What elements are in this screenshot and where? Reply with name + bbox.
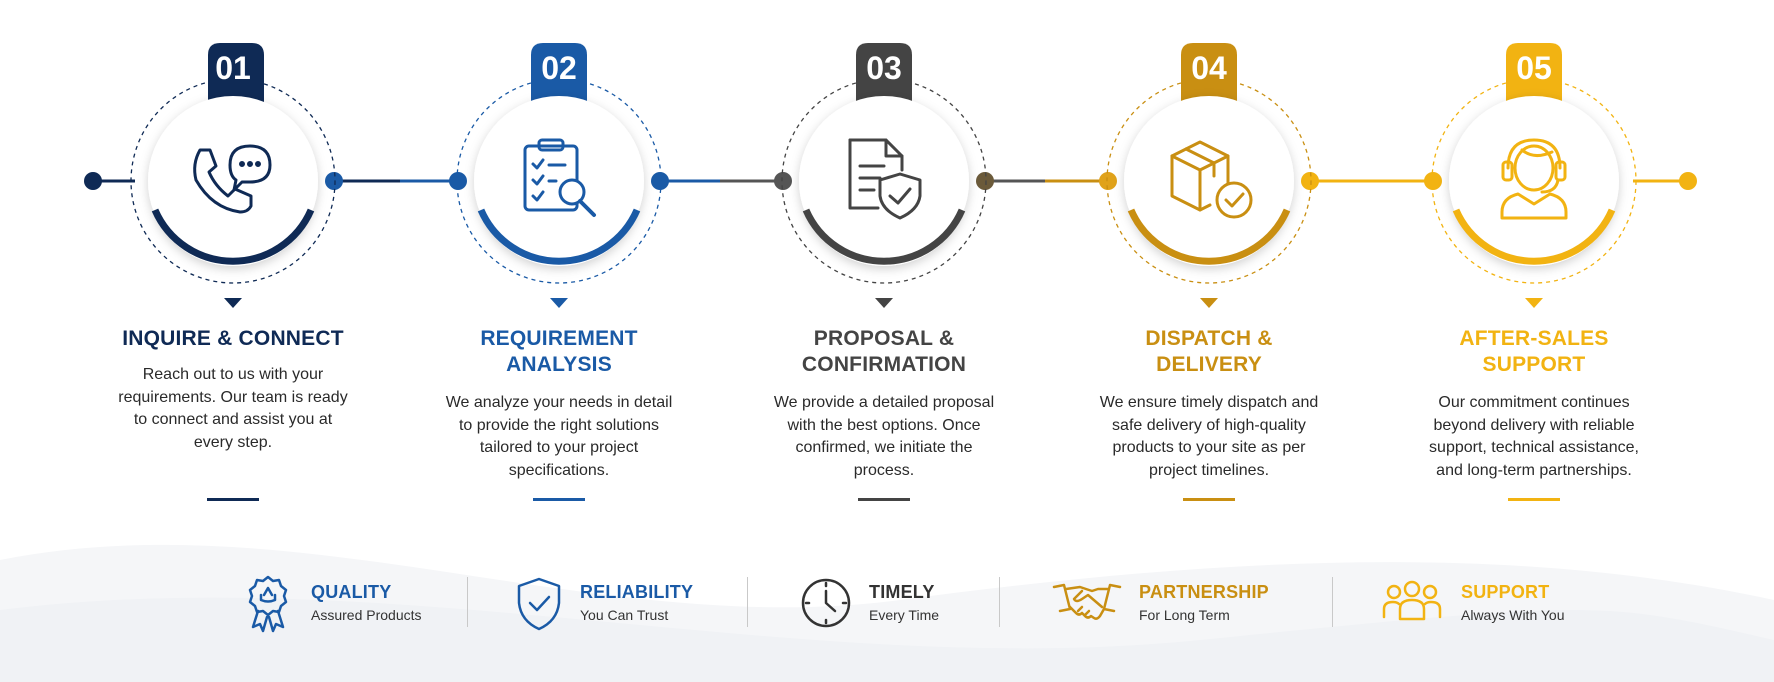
step-5-title: AFTER-SALES SUPPORT: [1459, 327, 1609, 376]
step-1-underline: [207, 498, 259, 501]
step-3-node: [781, 43, 987, 308]
feature-reliability-subtitle: You Can Trust: [580, 607, 669, 623]
step-2-title: REQUIREMENT ANALYSIS: [480, 327, 638, 376]
feature-divider: [467, 577, 468, 627]
connector-dot: [1679, 172, 1697, 190]
clipboard-search-icon: [523, 138, 596, 217]
connector-dot: [325, 172, 343, 190]
step-5-description: Our commitment continues beyond delivery…: [1429, 394, 1639, 479]
feature-reliability-title: RELIABILITY: [580, 582, 694, 602]
feature-partnership: PARTNERSHIP For Long Term: [1052, 573, 1292, 633]
step-2-underline: [533, 498, 585, 501]
document-shield-icon: [848, 138, 922, 220]
step-4-description: We ensure timely dispatch and safe deliv…: [1099, 394, 1319, 479]
step-2-number: 02: [541, 50, 577, 86]
feature-divider: [747, 577, 748, 627]
timeline-connectors: [84, 172, 1697, 190]
step-4-badge: [1181, 43, 1237, 110]
package-check-icon: [1170, 140, 1253, 219]
connector-dot: [651, 172, 669, 190]
step-5-text: AFTER-SALES SUPPORT Our commitment conti…: [1384, 326, 1684, 501]
step-1-badge: [208, 43, 264, 110]
clock-icon: [801, 578, 851, 628]
connector-dot: [1424, 172, 1442, 190]
step-3-number: 03: [866, 50, 902, 86]
step-4-text: DISPATCH & DELIVERY We ensure timely dis…: [1059, 326, 1359, 501]
connector-dot: [976, 172, 994, 190]
step-3-description: We provide a detailed proposal with the …: [773, 394, 995, 479]
step-1-text: INQUIRE & CONNECT Reach out to us with y…: [83, 326, 383, 501]
connector-dot: [774, 172, 792, 190]
feature-reliability: RELIABILITY You Can Trust: [515, 573, 715, 633]
feature-partnership-title: PARTNERSHIP: [1139, 582, 1269, 602]
feature-support-title: SUPPORT: [1461, 582, 1550, 602]
feature-quality-subtitle: Assured Products: [311, 607, 422, 623]
step-3-text: PROPOSAL & CONFIRMATION We provide a det…: [734, 326, 1034, 501]
feature-timely-subtitle: Every Time: [869, 607, 940, 623]
connector-dot: [1301, 172, 1319, 190]
connector-dot: [1099, 172, 1117, 190]
handshake-icon: [1052, 583, 1122, 620]
connector-dot: [449, 172, 467, 190]
feature-timely-title: TIMELY: [869, 582, 935, 602]
step-1-description: Reach out to us with your requirements. …: [118, 366, 348, 451]
step-1-number: 01: [215, 50, 251, 86]
phone-chat-icon: [193, 144, 272, 214]
step-1-title: INQUIRE & CONNECT: [122, 327, 344, 350]
step-1-node: [130, 43, 336, 308]
step-2-badge: [531, 43, 587, 110]
feature-partnership-subtitle: For Long Term: [1139, 607, 1230, 623]
step-4-node: [1106, 43, 1312, 308]
connector-dot: [84, 172, 102, 190]
step-4-number: 04: [1191, 50, 1227, 86]
step-3-title: PROPOSAL & CONFIRMATION: [801, 327, 967, 376]
shield-check-icon: [517, 577, 561, 631]
step-3-underline: [858, 498, 910, 501]
feature-support: SUPPORT Always With You: [1381, 573, 1611, 633]
step-2-description: We analyze your needs in detail to provi…: [445, 394, 673, 479]
people-group-icon: [1382, 580, 1442, 621]
feature-timely: TIMELY Every Time: [800, 573, 960, 633]
step-2-node: [456, 43, 662, 308]
step-3-badge: [856, 43, 912, 110]
step-5-node: [1431, 43, 1637, 308]
step-5-underline: [1508, 498, 1560, 501]
step-5-number: 05: [1516, 50, 1552, 86]
step-4-underline: [1183, 498, 1235, 501]
feature-quality: QUALITY Assured Products: [244, 573, 444, 633]
feature-divider: [999, 577, 1000, 627]
step-2-text: REQUIREMENT ANALYSIS We analyze your nee…: [409, 326, 709, 501]
headset-agent-icon: [1500, 138, 1568, 220]
step-5-badge: [1506, 43, 1562, 110]
feature-support-subtitle: Always With You: [1461, 607, 1565, 623]
step-4-title: DISPATCH & DELIVERY: [1145, 327, 1273, 376]
award-ribbon-icon: [248, 575, 288, 633]
feature-divider: [1332, 577, 1333, 627]
feature-quality-title: QUALITY: [311, 582, 392, 602]
